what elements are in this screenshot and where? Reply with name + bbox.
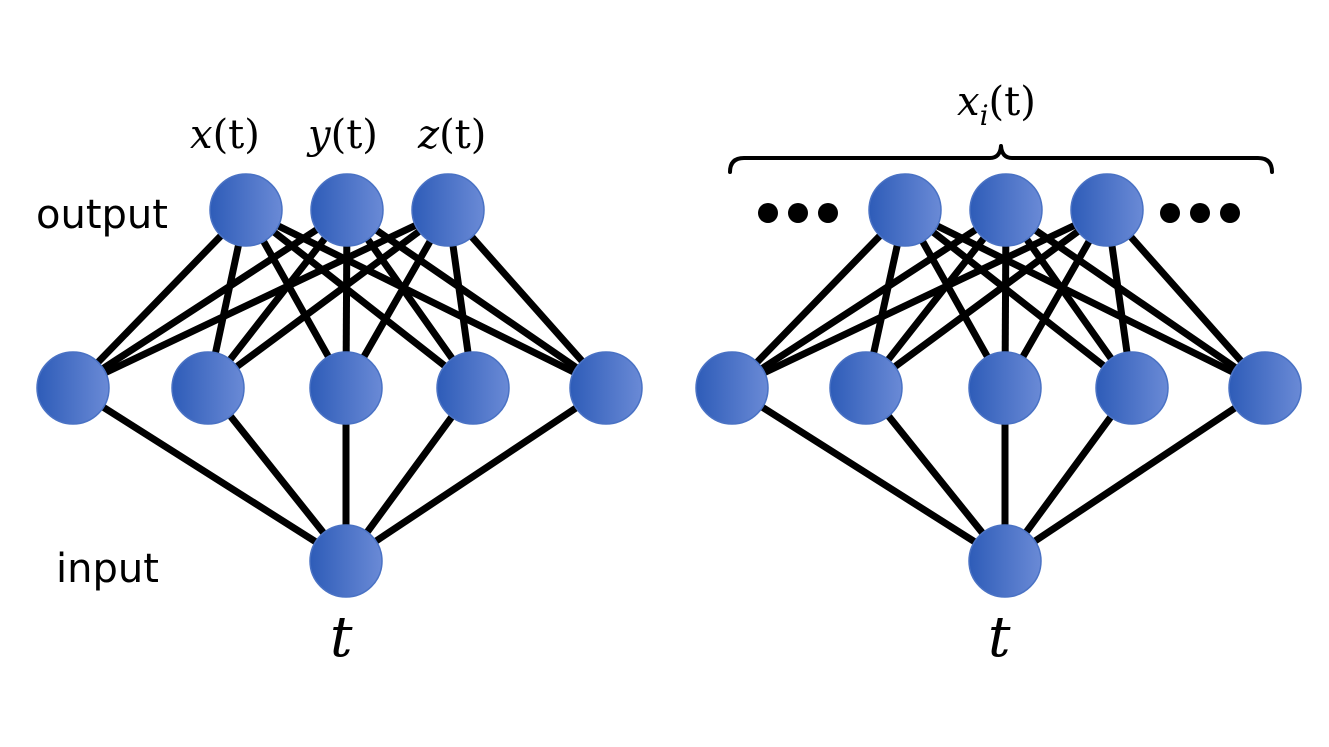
- left-hidden-node-0: [36, 351, 110, 425]
- right-hidden-node-1: [829, 351, 903, 425]
- left-hidden-node-3: [436, 351, 510, 425]
- left-hidden-node-1: [171, 351, 245, 425]
- input-label-t-right: t: [988, 605, 1011, 670]
- ellipsis-dot-left-2: [788, 203, 808, 223]
- output-label-xi: xi(t): [957, 79, 1036, 132]
- right-edge-hidden-1-input: [863, 385, 1008, 564]
- output-layer-label: output: [36, 192, 168, 238]
- input-layer-label: input: [56, 546, 159, 592]
- left-hidden-node-4: [569, 351, 643, 425]
- right-edge-hidden-4-output-1: [1004, 207, 1267, 391]
- right-nodes: [695, 173, 1302, 598]
- ellipsis-dot-right-3: [1220, 203, 1240, 223]
- left-edge-hidden-4-input: [344, 385, 608, 564]
- ellipsis-dot-left-1: [758, 203, 778, 223]
- left-edge-hidden-4-output-2: [445, 207, 609, 391]
- left-nodes: [36, 173, 643, 598]
- right-network: xi(t) t: [695, 79, 1302, 670]
- output-brace: [728, 144, 1274, 174]
- left-edge-hidden-3-output-0: [243, 207, 476, 391]
- left-edge-hidden-4-output-1: [345, 207, 608, 391]
- left-edge-hidden-0-input: [71, 385, 348, 564]
- left-hidden-node-2: [309, 351, 383, 425]
- output-label-z: z(t): [417, 112, 486, 158]
- right-input-node: [968, 524, 1042, 598]
- ellipsis-dot-right-2: [1190, 203, 1210, 223]
- left-output-node-1: [310, 173, 384, 247]
- right-hidden-node-2: [968, 351, 1042, 425]
- left-output-node-2: [411, 173, 485, 247]
- right-output-node-2: [1070, 173, 1144, 247]
- right-output-node-0: [868, 173, 942, 247]
- right-edge-hidden-0-output-0: [729, 207, 908, 391]
- right-hidden-node-0: [695, 351, 769, 425]
- right-edge-hidden-1-output-2: [863, 207, 1110, 391]
- right-edge-hidden-3-output-0: [902, 207, 1135, 391]
- ellipsis-dot-right-1: [1160, 203, 1180, 223]
- right-edge-hidden-4-input: [1003, 385, 1267, 564]
- left-edge-hidden-4-output-0: [244, 206, 608, 392]
- left-edge-hidden-1-output-2: [205, 207, 451, 391]
- left-output-node-0: [209, 173, 283, 247]
- right-hidden-node-4: [1228, 351, 1302, 425]
- right-edge-hidden-0-input: [730, 385, 1007, 564]
- left-input-node: [309, 524, 383, 598]
- left-network: output input x(t) y(t) z(t) t: [36, 112, 643, 670]
- right-edge-hidden-1-output-1: [863, 207, 1009, 391]
- output-label-x: x(t): [190, 112, 260, 158]
- left-edge-hidden-1-output-1: [205, 207, 350, 391]
- right-edge-hidden-4-output-2: [1104, 207, 1268, 391]
- right-hidden-node-3: [1095, 351, 1169, 425]
- left-edge-hidden-1-input: [205, 385, 349, 564]
- right-edge-hidden-4-output-0: [903, 206, 1267, 392]
- ellipsis-dot-left-3: [818, 203, 838, 223]
- right-output-node-1: [969, 173, 1043, 247]
- left-edge-hidden-0-output-0: [70, 207, 249, 391]
- input-label-t-left: t: [330, 605, 353, 670]
- output-label-y: y(t): [306, 112, 378, 158]
